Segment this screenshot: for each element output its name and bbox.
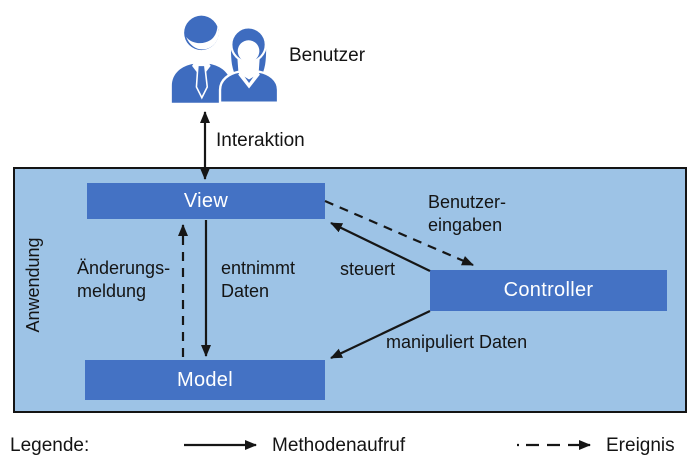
- legend-solid-label: Methodenaufruf: [272, 435, 406, 456]
- aenderungsmeldung-line2: meldung: [77, 281, 147, 301]
- anwendung-label: Anwendung: [23, 237, 43, 333]
- benutzereingaben-line2: eingaben: [428, 215, 503, 235]
- controller-box: Controller: [430, 270, 667, 311]
- woman-figure: [218, 26, 280, 103]
- aenderungsmeldung-line1: Änderungs-: [77, 258, 171, 278]
- benutzereingaben-label: Benutzer- eingaben: [428, 191, 506, 237]
- legend-dashed-label: Ereignis: [606, 435, 675, 456]
- manipuliert-daten-label: manipuliert Daten: [386, 332, 528, 352]
- model-box-label: Model: [177, 368, 233, 391]
- entnimmt-daten-line2: Daten: [221, 281, 270, 301]
- view-box: View: [87, 183, 325, 219]
- aenderungsmeldung-label: Änderungs- meldung: [77, 257, 170, 303]
- controller-box-label: Controller: [503, 279, 594, 301]
- entnimmt-daten-line1: entnimmt: [221, 258, 296, 278]
- benutzereingaben-line1: Benutzer-: [428, 192, 507, 212]
- benutzer-label: Benutzer: [289, 45, 366, 66]
- interaktion-label: Interaktion: [216, 130, 305, 151]
- entnimmt-daten-label: entnimmt Daten: [221, 257, 295, 303]
- steuert-label: steuert: [340, 259, 396, 279]
- man-figure: [171, 15, 231, 103]
- model-box: Model: [85, 360, 325, 400]
- view-box-label: View: [183, 189, 229, 212]
- users-icon: [171, 15, 280, 103]
- legend-title: Legende:: [10, 435, 90, 456]
